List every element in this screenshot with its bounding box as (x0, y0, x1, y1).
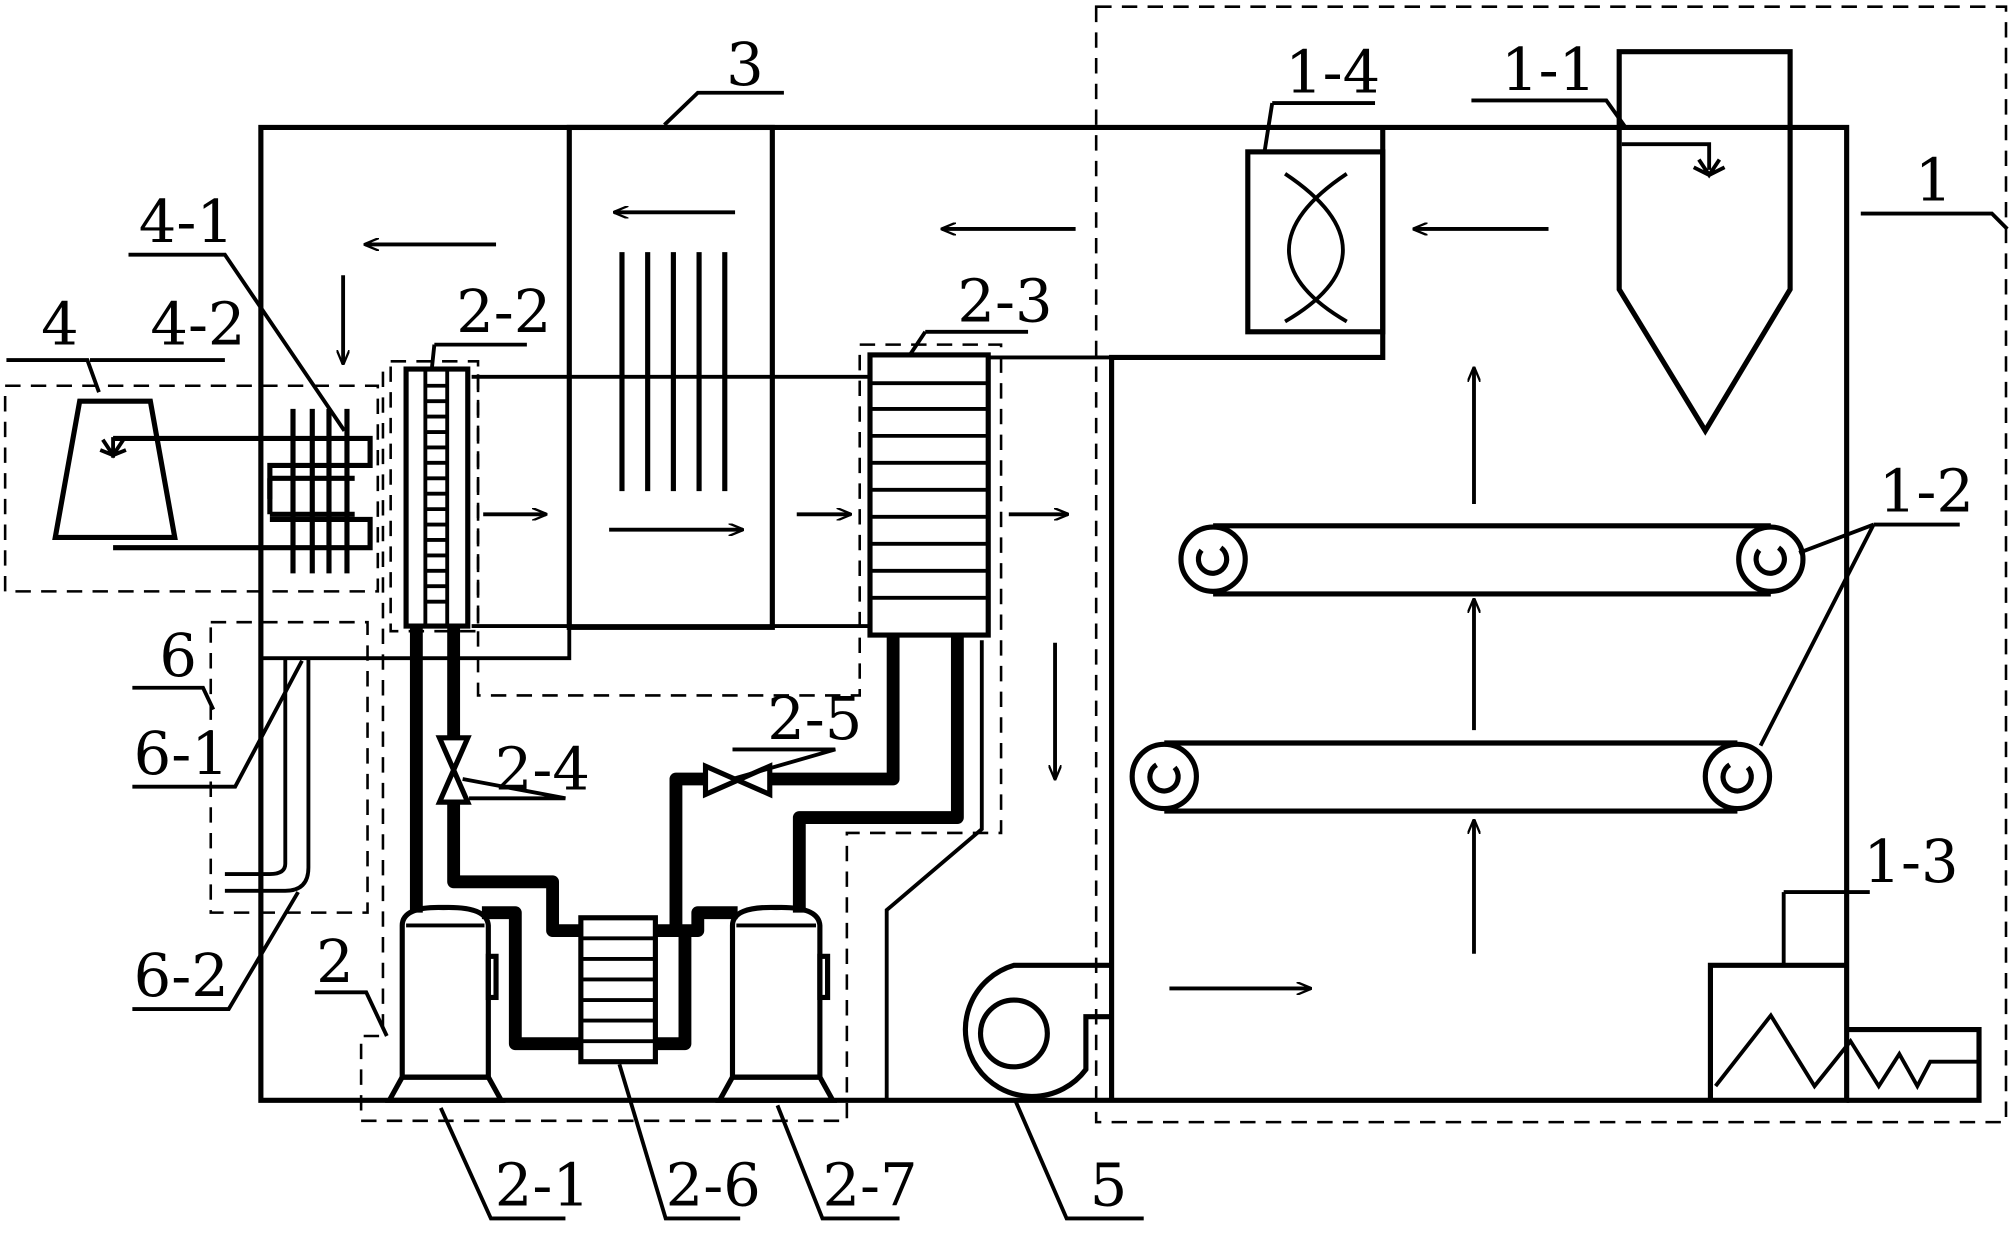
label-4: 4 (41, 290, 79, 359)
heat-exchanger (566, 124, 775, 630)
label-1-2: 1-2 (1879, 457, 1974, 526)
compressor-a (385, 904, 506, 1103)
label-2-7: 2-7 (822, 1151, 917, 1220)
callout-labels: 3 1 1-1 1-4 1-2 1-3 4-1 4 4-2 2-2 2-3 2-… (41, 30, 1974, 1220)
circulating-fan (962, 962, 1112, 1099)
refrigerant-piping (409, 626, 964, 1051)
evaporator (389, 360, 480, 633)
condenser (867, 352, 991, 638)
label-2-6: 2-6 (666, 1151, 761, 1220)
enclosure (258, 124, 1850, 1103)
airflow-arrows (343, 229, 1549, 988)
auxiliary-heater (1707, 962, 1982, 1103)
label-2-1: 2-1 (495, 1151, 590, 1220)
label-6-1: 6-1 (134, 719, 229, 788)
return-duct (884, 640, 984, 1101)
heat-pump-boundary (359, 343, 1003, 1123)
drying-chamber (1094, 5, 2008, 1124)
expansion-valve-a (435, 735, 472, 805)
label-5: 5 (1090, 1151, 1128, 1220)
label-2-2: 2-2 (456, 277, 551, 346)
label-1-3: 1-3 (1863, 827, 1958, 896)
leader-lines (6, 90, 2009, 1221)
label-4-2: 4-2 (150, 290, 245, 359)
conveyor-belt-lower (1129, 740, 1773, 814)
label-1: 1 (1915, 146, 1953, 215)
compressor-b (715, 904, 838, 1103)
label-2-3: 2-3 (957, 267, 1052, 336)
radiator-coil (113, 408, 373, 574)
intermediate-heat-exchanger (578, 915, 658, 1065)
label-3: 3 (726, 30, 764, 99)
exhaust-fan (1245, 149, 1386, 335)
label-2-4: 2-4 (495, 734, 590, 803)
expansion-valve-b (702, 762, 773, 799)
label-1-4: 1-4 (1285, 38, 1380, 107)
cyclone-separator (1616, 49, 1793, 436)
label-2-5: 2-5 (767, 684, 862, 753)
label-6: 6 (159, 621, 197, 690)
cooling-unit (3, 384, 380, 593)
label-4-1: 4-1 (139, 187, 234, 256)
conveyor-belt-upper (1178, 523, 1806, 597)
label-1-1: 1-1 (1501, 35, 1596, 104)
label-6-2: 6-2 (134, 941, 229, 1010)
condensate-drain (209, 620, 572, 914)
label-2: 2 (316, 927, 354, 996)
